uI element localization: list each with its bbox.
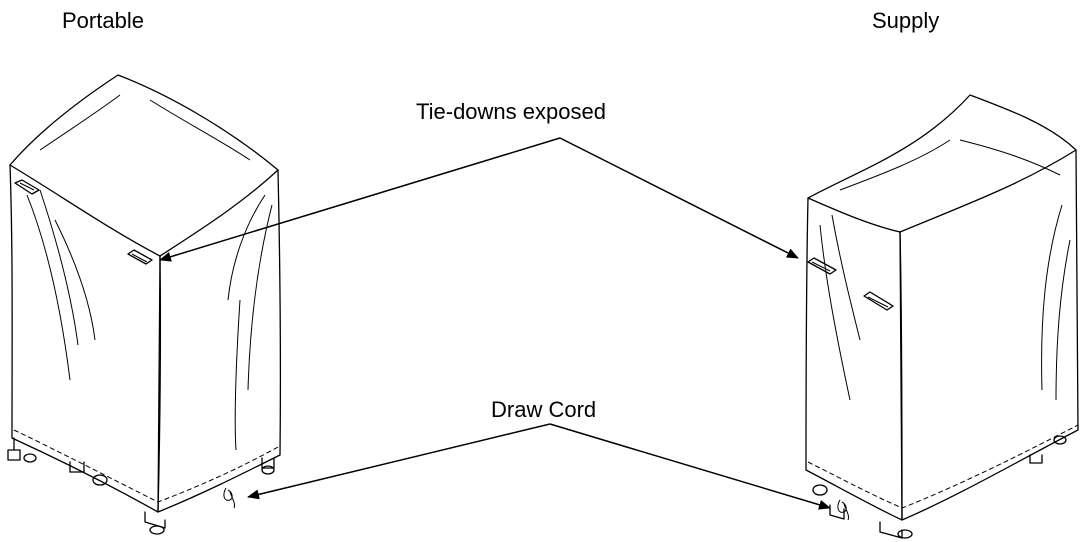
portable-draw-cord-knot — [223, 487, 235, 509]
supply-title: Supply — [872, 8, 940, 33]
supply-cart-cover — [805, 94, 1079, 539]
supply-cover-top — [807, 94, 1077, 233]
portable-cover-left-face — [9, 164, 161, 513]
draw-cord-leader-lines — [247, 423, 831, 510]
portable-tie-down-front — [127, 249, 153, 265]
supply-cover-hem — [807, 424, 1079, 509]
supply-cover-left-face — [805, 197, 903, 521]
portable-casters — [7, 437, 275, 535]
portable-cover-top — [9, 74, 279, 257]
tie-downs-leader-lines — [159, 137, 799, 262]
supply-tie-down-front — [863, 291, 894, 311]
tie-downs-callout-label: Tie-downs exposed — [416, 99, 606, 124]
portable-cover-hem — [13, 429, 279, 503]
portable-cover-right-face — [157, 169, 282, 513]
supply-casters — [812, 435, 1067, 539]
draw-cord-arrow-left — [247, 423, 551, 500]
supply-draw-cord-knot — [837, 499, 849, 521]
draw-cord-callout-label: Draw Cord — [491, 397, 597, 422]
portable-tie-down-left — [14, 179, 40, 195]
tie-downs-arrow-right — [559, 137, 799, 259]
draw-cord-arrow-right — [549, 423, 831, 510]
portable-title: Portable — [62, 8, 144, 33]
portable-cart-cover — [7, 74, 282, 535]
supply-cover-right-face — [899, 149, 1079, 521]
supply-tie-down-left — [807, 257, 837, 275]
tie-downs-arrow-left — [159, 137, 561, 262]
